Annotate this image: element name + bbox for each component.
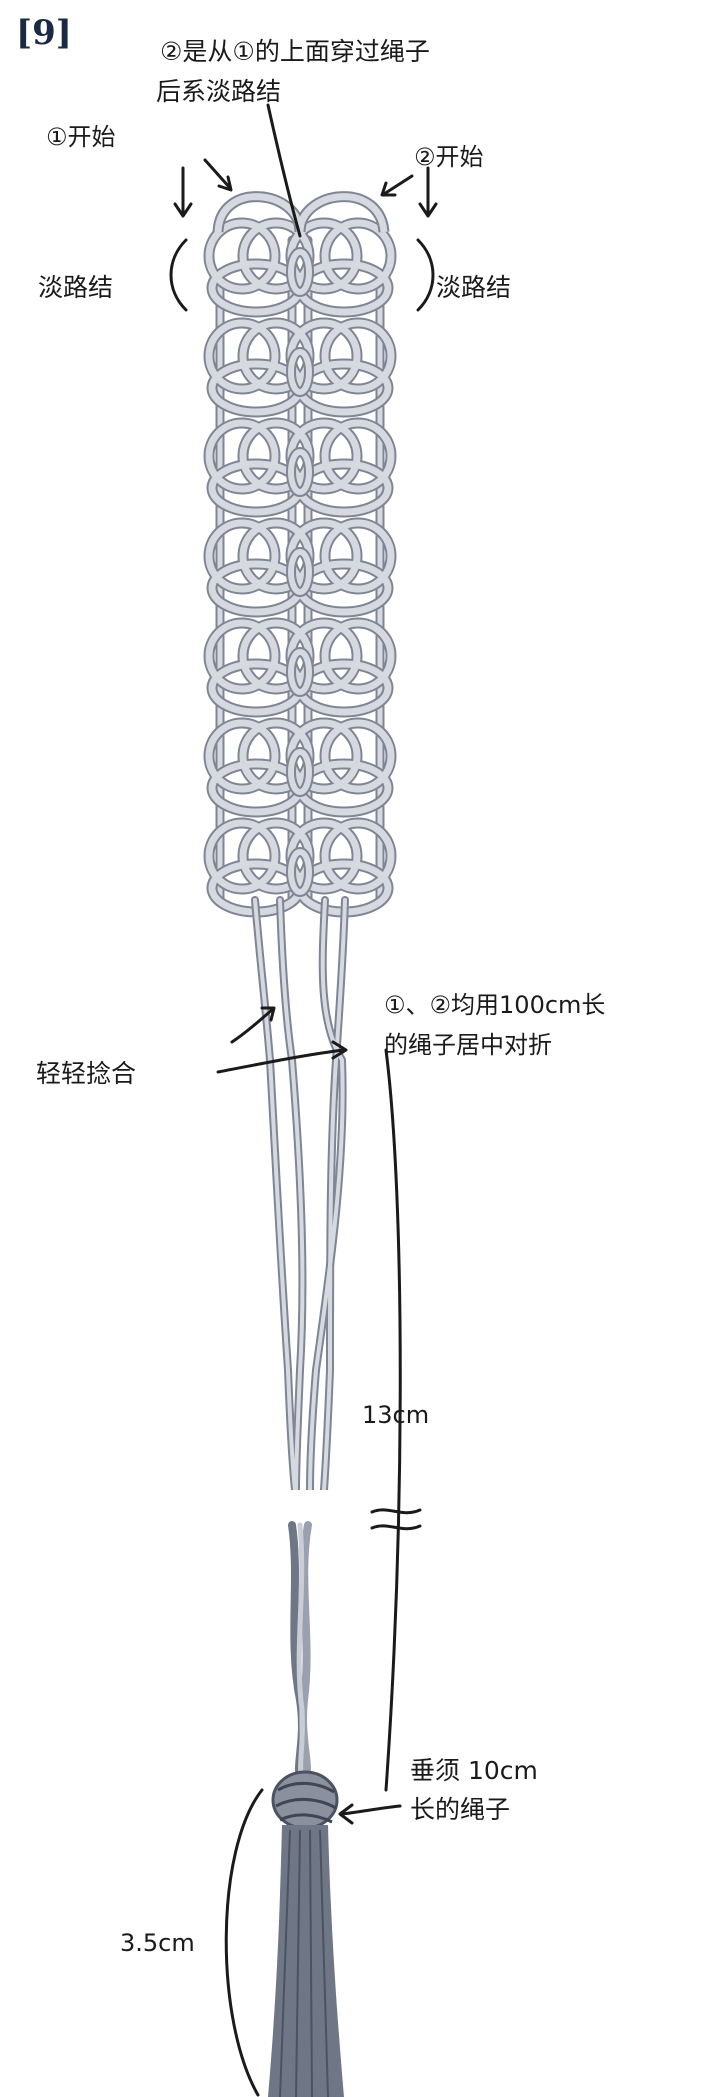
- hanging-cords: [255, 900, 345, 1490]
- break-mark-1: [372, 1510, 420, 1513]
- awaji-knot-3: [209, 423, 391, 512]
- tassel-fringe: [268, 1825, 344, 2097]
- awaji-knot-5: [209, 623, 391, 712]
- arrow-1-diag: [205, 160, 230, 188]
- twisted-cord: [292, 1525, 308, 1780]
- awaji-knot-right-label: 淡路结: [436, 272, 511, 303]
- awaji-knot-left-label: 淡路结: [38, 272, 113, 303]
- start-2-label: ②开始: [414, 142, 484, 172]
- fringe-note-line2: 长的绳子: [410, 1794, 510, 1825]
- break-mark-2: [372, 1526, 420, 1529]
- awaji-knot-2: [209, 323, 391, 412]
- length-13cm-label: 13cm: [362, 1400, 429, 1430]
- cord-note-line2: 的绳子居中对折: [384, 1030, 552, 1060]
- cord-note-line1: ①、②均用100cm长: [384, 990, 605, 1020]
- wrapping-knot: [273, 1772, 337, 1828]
- arrow-2-diag: [384, 176, 412, 194]
- length-3-5cm-label: 3.5cm: [120, 1928, 195, 1958]
- twist-gently-label: 轻轻捻合: [36, 1058, 136, 1089]
- note-2-over-1-line2: 后系淡路结: [156, 76, 281, 107]
- note-2-over-1-line1: ②是从①的上面穿过绳子: [160, 36, 430, 67]
- top-note-leader: [268, 105, 300, 236]
- awaji-knot-6: [209, 723, 391, 812]
- twist-arrow-2: [218, 1050, 344, 1072]
- left-bracket: [171, 240, 186, 310]
- bracket-3-5cm: [226, 1790, 262, 2095]
- right-bracket: [418, 240, 433, 310]
- awaji-knot-4: [209, 523, 391, 612]
- step-number: [9]: [16, 12, 72, 55]
- fringe-note-line1: 垂须 10cm: [410, 1755, 538, 1786]
- start-1-label: ①开始: [46, 122, 116, 152]
- awaji-knot-7: [209, 823, 391, 912]
